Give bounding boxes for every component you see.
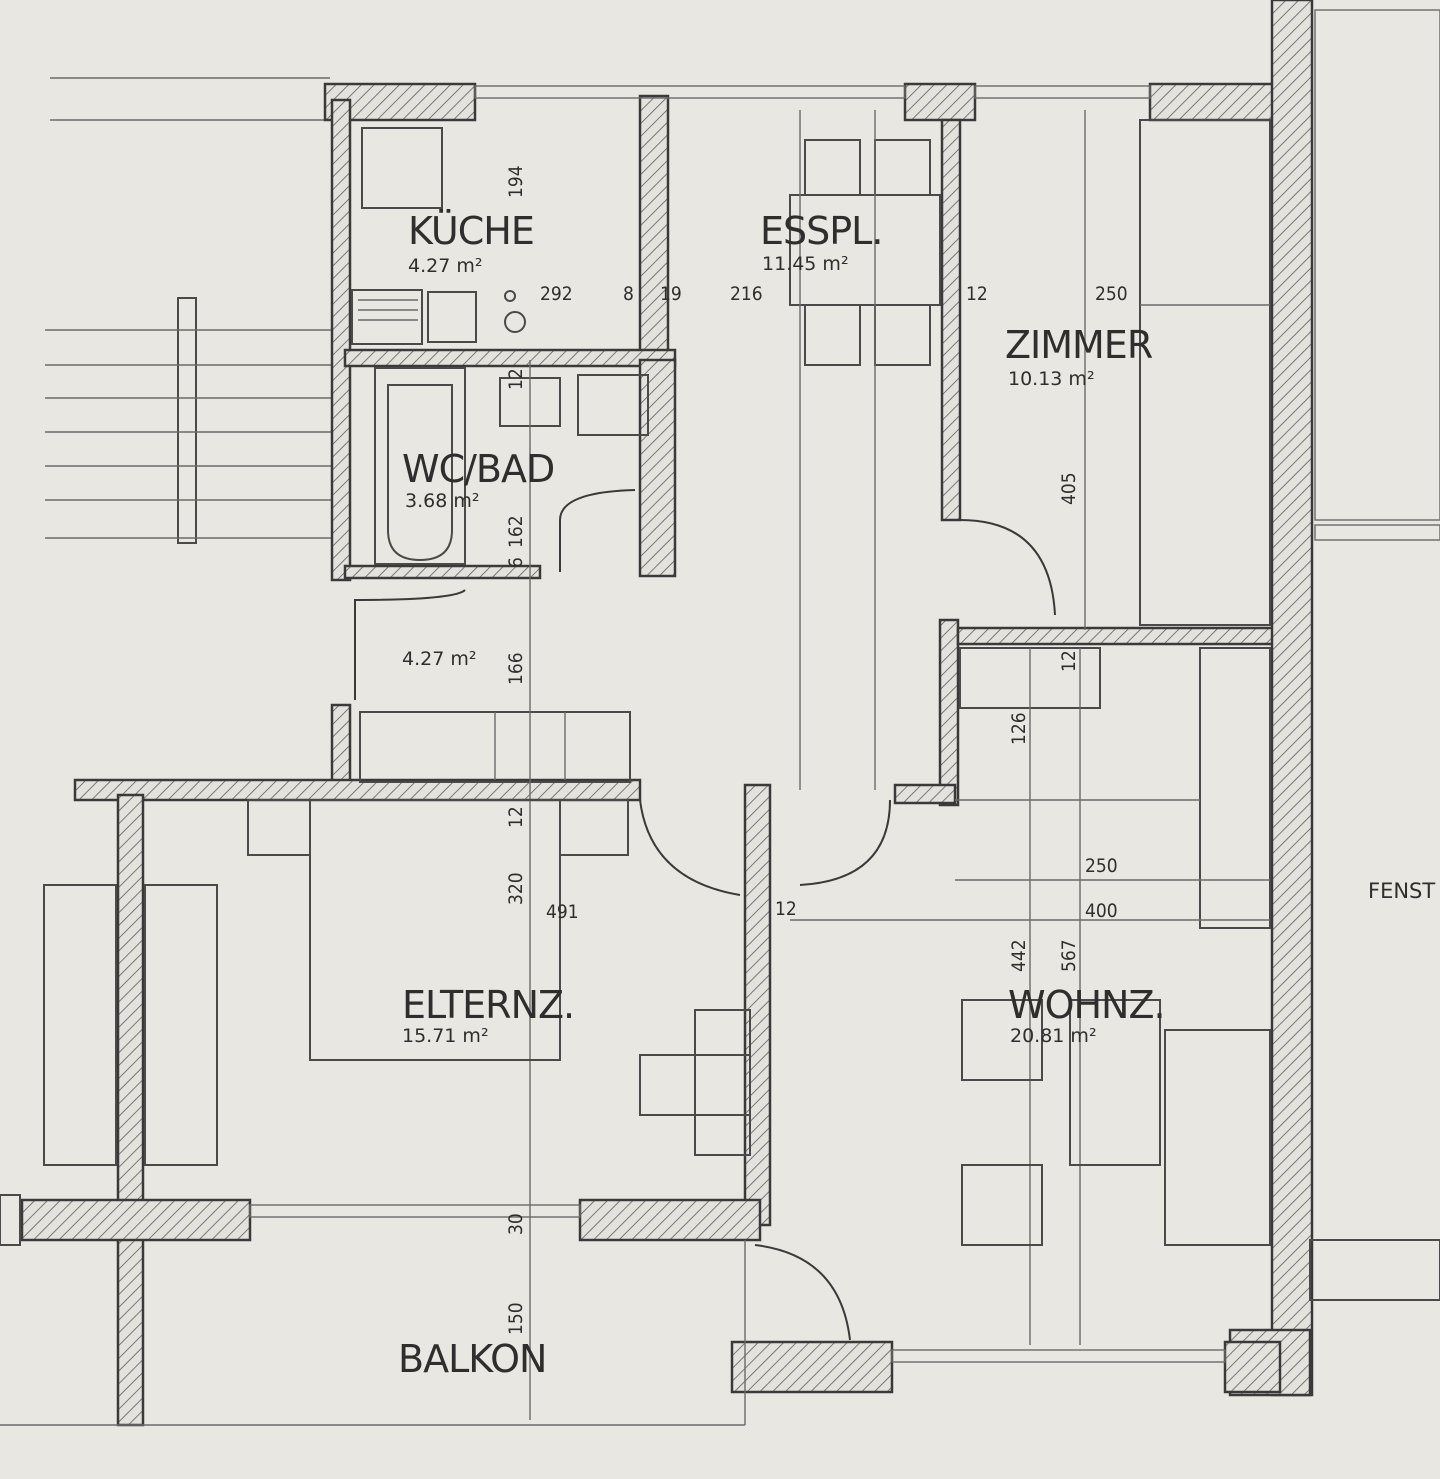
edge-label: FENST bbox=[1368, 879, 1435, 903]
dim-292: 292 bbox=[540, 283, 573, 305]
elternz-name: ELTERNZ. bbox=[402, 983, 574, 1027]
dim-19: 19 bbox=[660, 283, 682, 305]
wcbad-area: 3.68 m² bbox=[405, 490, 479, 512]
elternz-furniture bbox=[43, 799, 751, 1166]
dim-12-b: 12 bbox=[505, 368, 527, 390]
dim-400: 400 bbox=[1085, 900, 1118, 922]
dim-12-d: 12 bbox=[505, 806, 527, 828]
exterior-stairs bbox=[45, 77, 335, 544]
dim-12-a: 12 bbox=[966, 283, 988, 305]
hall-fixtures bbox=[354, 360, 631, 1420]
esspl-name: ESSPL. bbox=[760, 209, 882, 253]
dim-8: 8 bbox=[623, 283, 634, 305]
wohnz-furniture bbox=[639, 647, 1271, 1345]
zimmer-name: ZIMMER bbox=[1005, 323, 1153, 367]
balkon-name: BALKON bbox=[398, 1337, 546, 1381]
dim-6: 6 bbox=[505, 557, 527, 568]
dim-12-e: 12 bbox=[775, 898, 797, 920]
bath-fixtures bbox=[374, 367, 649, 572]
kueche-area: 4.27 m² bbox=[408, 255, 482, 277]
dim-567: 567 bbox=[1058, 939, 1080, 972]
dim-405: 405 bbox=[1058, 472, 1080, 505]
dim-126: 126 bbox=[1008, 712, 1030, 745]
dim-442: 442 bbox=[1008, 939, 1030, 972]
flur-area: 4.27 m² bbox=[402, 648, 476, 670]
balcony-fixtures bbox=[0, 1194, 1440, 1426]
dim-162: 162 bbox=[505, 515, 527, 548]
wohnz-name: WOHNZ. bbox=[1008, 983, 1165, 1027]
dim-491: 491 bbox=[546, 901, 579, 923]
dim-216: 216 bbox=[730, 283, 763, 305]
dim-194: 194 bbox=[505, 165, 527, 198]
wohnz-area: 20.81 m² bbox=[1010, 1025, 1097, 1047]
dim-250-b: 250 bbox=[1085, 855, 1118, 877]
kueche-name: KÜCHE bbox=[408, 209, 534, 253]
esspl-area: 11.45 m² bbox=[762, 253, 849, 275]
dim-250-a: 250 bbox=[1095, 283, 1128, 305]
dim-320: 320 bbox=[505, 872, 527, 905]
walls bbox=[20, 0, 1314, 1427]
dim-12-c: 12 bbox=[1058, 650, 1080, 672]
kitchen-fixtures bbox=[351, 127, 526, 345]
zimmer-area: 10.13 m² bbox=[1008, 368, 1095, 390]
dimension-labels: 194 292 8 19 216 12 250 12 405 6 162 166… bbox=[505, 165, 1128, 1335]
zimmer-furniture bbox=[959, 110, 1271, 630]
dim-150: 150 bbox=[505, 1302, 527, 1335]
wcbad-name: WC/BAD bbox=[402, 447, 554, 491]
dim-30: 30 bbox=[505, 1213, 527, 1235]
windows bbox=[249, 9, 1440, 1363]
dim-166: 166 bbox=[505, 652, 527, 685]
elternz-area: 15.71 m² bbox=[402, 1025, 489, 1047]
dining-table bbox=[789, 110, 941, 790]
room-labels: KÜCHE 4.27 m² ESSPL. 11.45 m² ZIMMER 10.… bbox=[398, 209, 1435, 1381]
